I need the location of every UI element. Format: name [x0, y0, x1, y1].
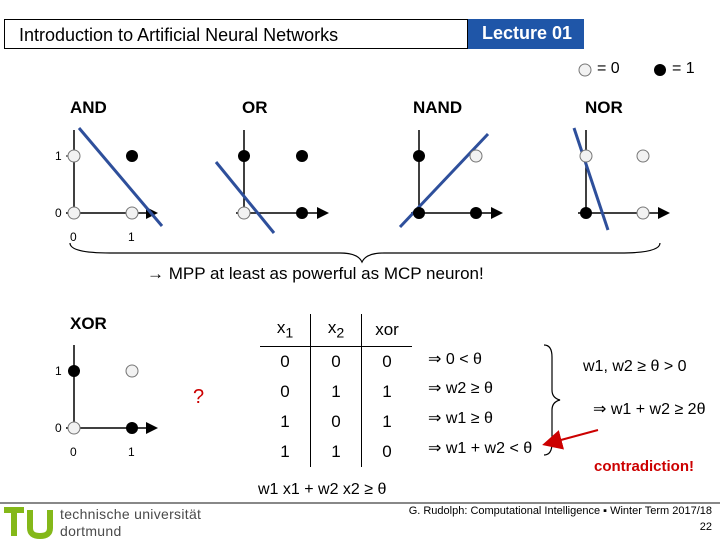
header-x2: x2 — [310, 314, 362, 347]
and-plot — [66, 127, 164, 227]
nand-plot — [398, 130, 503, 229]
table-row: 1 0 1 — [260, 407, 412, 437]
xor-y-tick-one: 1 — [55, 364, 62, 378]
gate-label-xor: XOR — [70, 314, 107, 333]
or-plot — [214, 130, 329, 234]
derived-line-2: ⇒ w1 + w2 ≥ 2θ — [593, 401, 706, 418]
table-cell: 1 — [260, 407, 311, 437]
tu-logo-icon — [4, 507, 53, 540]
table-cell: 0 — [260, 346, 311, 377]
table-row: 0 1 1 — [260, 377, 412, 407]
y-tick-one: 1 — [55, 149, 62, 163]
title-bar: Introduction to Artificial Neural Networ… — [4, 19, 468, 49]
right-brace — [543, 344, 561, 456]
legend-one-label: = 1 — [672, 60, 695, 77]
x-tick-zero: 0 — [70, 230, 77, 244]
xor-x-tick-one: 1 — [128, 445, 135, 459]
table-cell: 0 — [310, 407, 362, 437]
table-cell: 0 — [260, 377, 311, 407]
table-cell: 1 — [382, 382, 392, 401]
gate-label-nand: NAND — [413, 98, 463, 117]
implication-4: ⇒ w1 + w2 < θ — [428, 440, 533, 457]
university-name-line-2: dortmund — [60, 523, 122, 539]
table-header-row: x1 x2 xor — [260, 314, 412, 347]
table-cell: 0 — [382, 352, 392, 371]
footer-credit: G. Rudolph: Computational Intelligence ▪… — [408, 505, 712, 517]
lecture-label: Lecture 01 — [482, 23, 573, 43]
legend-one-dot — [654, 64, 666, 76]
slide-title: Introduction to Artificial Neural Networ… — [19, 25, 339, 45]
table-cell: 1 — [260, 437, 311, 467]
legend-zero-label: = 0 — [597, 60, 620, 77]
table-row: 0 0 0 — [260, 346, 412, 377]
header-xor: xor — [361, 314, 412, 347]
gate-label-and: AND — [70, 98, 107, 117]
table-cell: 1 — [310, 437, 362, 467]
contradiction-arrow — [542, 429, 599, 450]
y-tick-zero: 0 — [55, 206, 62, 220]
implication-1: ⇒ 0 < θ — [428, 351, 482, 368]
lecture-badge: Lecture 01 — [468, 19, 584, 49]
implication-2: ⇒ w2 ≥ θ — [428, 380, 493, 397]
legend-zero-dot — [578, 63, 592, 77]
footer-rule — [0, 502, 720, 504]
table-cell: 1 — [310, 377, 362, 407]
threshold-inequality: w1 x1 + w2 x2 ≥ θ — [258, 481, 387, 498]
conclusion-text: → MPP at least as powerful as MCP neuron… — [147, 264, 484, 283]
xor-truth-table: x1 x2 xor 0 0 0 0 1 1 1 0 1 1 1 0 — [260, 314, 412, 467]
gate-label-nor: NOR — [585, 98, 623, 117]
table-cell: 1 — [382, 412, 392, 431]
university-name-line-1: technische universität — [60, 506, 202, 522]
header-x1: x1 — [260, 314, 311, 347]
curly-brace — [69, 242, 661, 264]
table-row: 1 1 0 — [260, 437, 412, 467]
xor-y-tick-zero: 0 — [55, 421, 62, 435]
contradiction-label: contradiction! — [594, 458, 694, 475]
x-tick-one: 1 — [128, 230, 135, 244]
page-number: 22 — [699, 521, 712, 533]
xor-plot — [66, 345, 158, 435]
table-cell: 0 — [382, 442, 392, 461]
table-cell: 0 — [310, 346, 362, 377]
nor-plot — [572, 127, 670, 231]
gate-label-or: OR — [242, 98, 268, 117]
implication-3: ⇒ w1 ≥ θ — [428, 410, 493, 427]
derived-line-1: w1, w2 ≥ θ > 0 — [583, 358, 687, 375]
xor-x-tick-zero: 0 — [70, 445, 77, 459]
question-mark: ? — [193, 386, 205, 408]
